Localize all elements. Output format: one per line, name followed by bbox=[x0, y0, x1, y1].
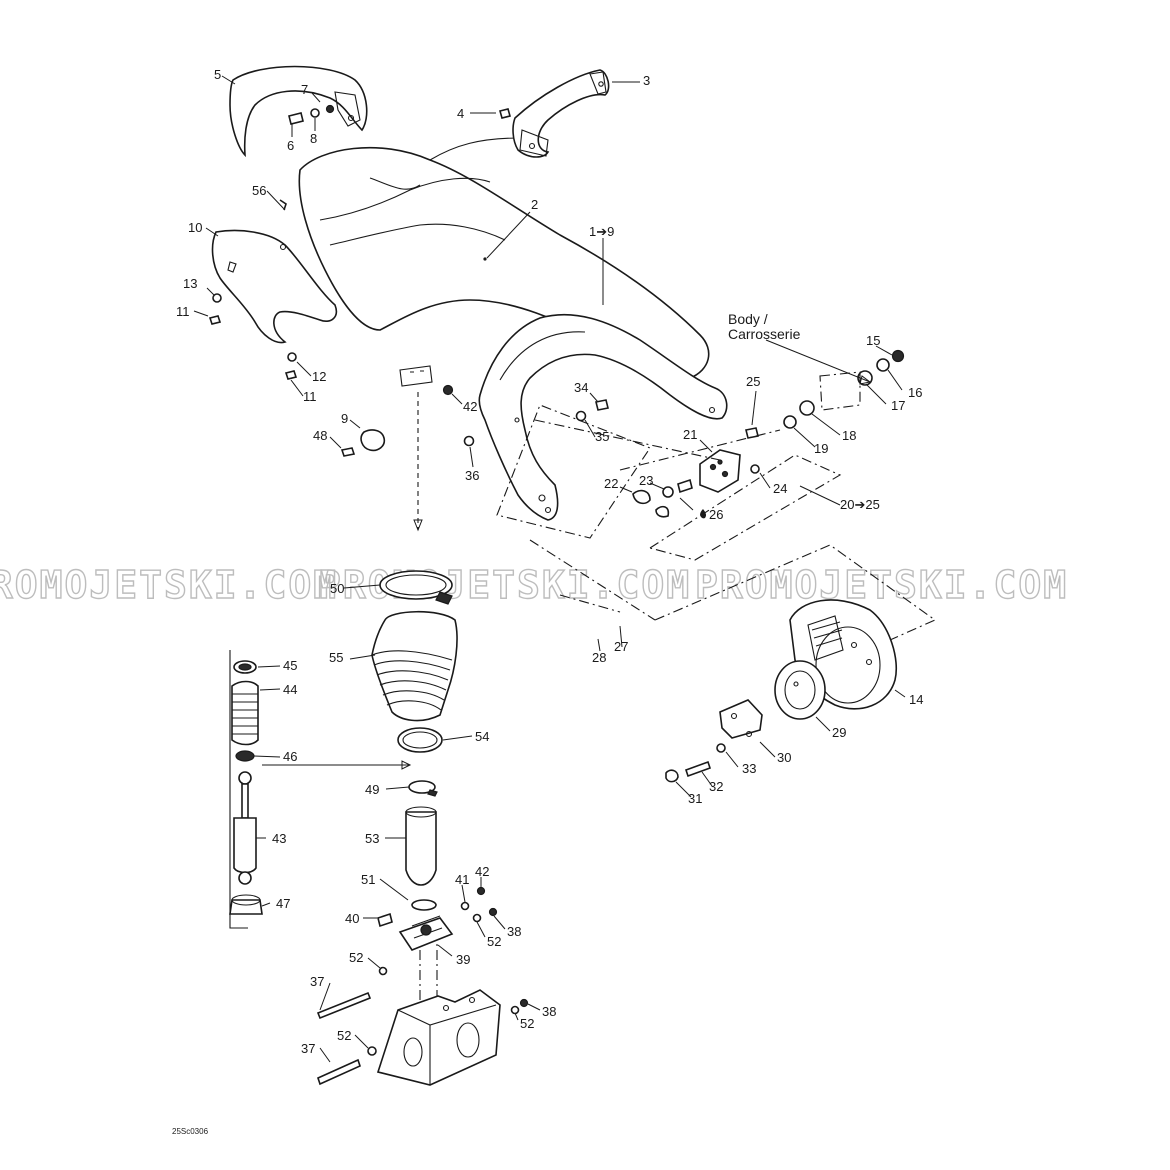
body-reference-note: Body / Carrosserie bbox=[728, 311, 801, 342]
label-part-27: 27 bbox=[614, 639, 628, 654]
clip-parts bbox=[279, 199, 454, 457]
label-part-32: 32 bbox=[709, 779, 723, 794]
label-part-7: 7 bbox=[301, 82, 308, 97]
body-label-line2: Carrosserie bbox=[728, 326, 801, 342]
base-bracket-part bbox=[316, 989, 529, 1086]
watermark-text-right: PROMOJETSKI.COM bbox=[695, 563, 1068, 607]
label-part-44: 44 bbox=[283, 682, 297, 697]
watermark-text-center: PROMOJETSKI.COM bbox=[318, 563, 691, 607]
label-part-35: 35 bbox=[595, 429, 609, 444]
label-part-56: 56 bbox=[252, 183, 266, 198]
label-part-40: 40 bbox=[345, 911, 359, 926]
label-part-10: 10 bbox=[188, 220, 202, 235]
label-part-9: 9 bbox=[341, 411, 348, 426]
alignment-lines bbox=[413, 392, 937, 1010]
label-part-17: 17 bbox=[891, 398, 905, 413]
leader-lines bbox=[193, 75, 906, 1063]
label-part-16: 16 bbox=[908, 385, 922, 400]
seat-part bbox=[298, 137, 710, 382]
label-part-24: 24 bbox=[773, 481, 787, 496]
label-part-1to9: 1➔9 bbox=[589, 224, 614, 239]
label-part-11-lower: 11 bbox=[303, 389, 317, 404]
label-part-51: 51 bbox=[361, 872, 375, 887]
label-part-37-upper: 37 bbox=[310, 974, 324, 989]
label-part-52-upper: 52 bbox=[487, 934, 501, 949]
rear-bumper-parts bbox=[665, 599, 898, 783]
label-part-46: 46 bbox=[283, 749, 297, 764]
front-grab-handle-part bbox=[499, 69, 610, 158]
watermark: PROMOJETSKI.COM PROMOJETSKI.COM PROMOJET… bbox=[0, 562, 1068, 607]
label-part-36: 36 bbox=[465, 468, 479, 483]
label-part-2: 2 bbox=[531, 197, 538, 212]
label-part-11-upper: 11 bbox=[176, 304, 190, 319]
label-part-39: 39 bbox=[456, 952, 470, 967]
label-part-43: 43 bbox=[272, 831, 286, 846]
label-part-48: 48 bbox=[313, 428, 327, 443]
label-part-41: 41 bbox=[455, 872, 469, 887]
label-part-52-mid: 52 bbox=[349, 950, 363, 965]
rear-grab-handle-part bbox=[229, 65, 368, 158]
label-part-3: 3 bbox=[643, 73, 650, 88]
label-part-52-lower-right: 52 bbox=[520, 1016, 534, 1031]
seat-frame-part bbox=[478, 313, 728, 521]
label-part-53: 53 bbox=[365, 831, 379, 846]
bellows-assembly-parts bbox=[371, 570, 458, 753]
drawing-code: 25Sc0306 bbox=[172, 1127, 209, 1136]
label-part-14: 14 bbox=[909, 692, 923, 707]
label-part-18: 18 bbox=[842, 428, 856, 443]
label-part-37-lower: 37 bbox=[301, 1041, 315, 1056]
label-part-49: 49 bbox=[365, 782, 379, 797]
label-part-50: 50 bbox=[330, 581, 344, 596]
label-part-26: 26 bbox=[709, 507, 723, 522]
part-number-labels: 5 7 6 8 4 3 56 2 1➔9 10 13 11 12 11 42 9… bbox=[176, 67, 923, 1056]
label-part-12: 12 bbox=[312, 369, 326, 384]
label-part-28: 28 bbox=[592, 650, 606, 665]
label-part-29: 29 bbox=[832, 725, 846, 740]
label-part-5: 5 bbox=[214, 67, 221, 82]
lubricant-drop-icon bbox=[700, 509, 707, 519]
label-part-8: 8 bbox=[310, 131, 317, 146]
label-part-42-lower: 42 bbox=[475, 864, 489, 879]
label-part-31: 31 bbox=[688, 791, 702, 806]
latch-assembly-parts bbox=[463, 349, 905, 518]
label-part-23: 23 bbox=[639, 473, 653, 488]
label-part-21: 21 bbox=[683, 427, 697, 442]
watermark-text-left: PROMOJETSKI.COM bbox=[0, 563, 338, 607]
label-part-15: 15 bbox=[866, 333, 880, 348]
label-part-42-upper: 42 bbox=[463, 399, 477, 414]
label-part-19: 19 bbox=[814, 441, 828, 456]
body-label-line1: Body / bbox=[728, 311, 768, 327]
label-part-54: 54 bbox=[475, 729, 489, 744]
label-part-38-upper: 38 bbox=[507, 924, 521, 939]
label-part-33: 33 bbox=[742, 761, 756, 776]
label-part-47: 47 bbox=[276, 896, 290, 911]
label-part-6: 6 bbox=[287, 138, 294, 153]
label-part-34: 34 bbox=[574, 380, 588, 395]
label-part-13: 13 bbox=[183, 276, 197, 291]
label-part-4: 4 bbox=[457, 106, 464, 121]
label-part-25: 25 bbox=[746, 374, 760, 389]
label-part-52-lower-left: 52 bbox=[337, 1028, 351, 1043]
label-part-55: 55 bbox=[329, 650, 343, 665]
lower-mount-parts bbox=[377, 780, 498, 976]
side-cover-part bbox=[208, 229, 338, 380]
label-part-45: 45 bbox=[283, 658, 297, 673]
label-part-22: 22 bbox=[604, 476, 618, 491]
shock-absorber-parts bbox=[229, 650, 412, 929]
label-part-38-lower: 38 bbox=[542, 1004, 556, 1019]
label-part-30: 30 bbox=[777, 750, 791, 765]
label-part-20to25: 20➔25 bbox=[840, 497, 880, 512]
